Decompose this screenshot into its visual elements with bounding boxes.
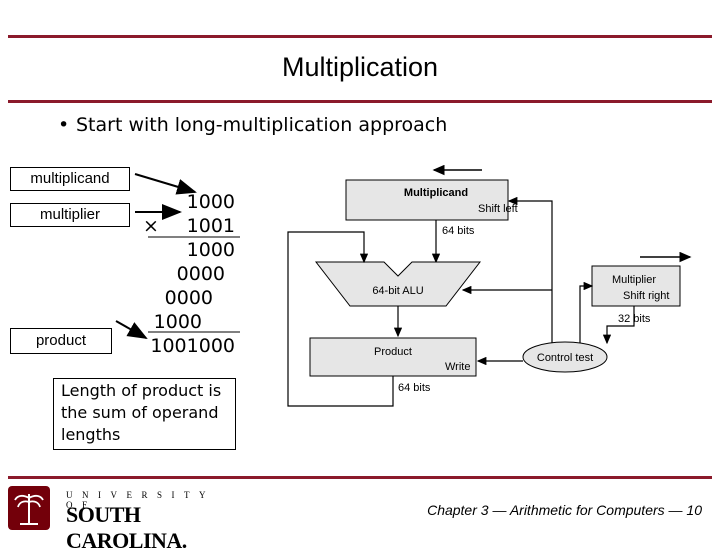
multiplier-hardware-diagram: Multiplicand Shift left 64 bits 64-bit A… <box>287 164 692 407</box>
title-underline-rule <box>8 100 712 103</box>
multiplier-to-control-wire <box>602 306 635 345</box>
product-arrow <box>115 320 148 339</box>
product-feedback-wire <box>287 231 394 407</box>
operand-length-note: Length of product is the sum of operand … <box>53 378 236 450</box>
multiplicand-label: multiplicand <box>10 167 130 191</box>
footer-rule <box>8 476 712 479</box>
multiplicand-value: 1000 <box>186 191 235 213</box>
university-top-text: UNIVERSITY OF <box>66 490 215 510</box>
alu-shape <box>314 261 482 307</box>
control-test-label: Control test <box>537 352 593 364</box>
bullet-marker: • <box>58 114 70 136</box>
bits-32-label: 32 bits <box>618 313 651 325</box>
multiplicand-arrow <box>134 173 197 195</box>
alu-label: 64-bit ALU <box>372 285 423 297</box>
control-to-multiplier-wire <box>579 281 594 343</box>
top-rule <box>8 35 712 38</box>
partial-product-1: 1000 <box>186 239 235 261</box>
partial-product-3: 0000 <box>164 287 213 309</box>
long-mult-lines <box>115 173 240 339</box>
shift-left-label: Shift left <box>478 203 518 215</box>
multiplicand-register <box>345 179 509 221</box>
chapter-footer: Chapter 3 — Arithmetic for Computers — 1… <box>427 502 702 518</box>
product-label: product <box>10 328 112 354</box>
multiplier-register-label: Multiplier <box>612 274 656 286</box>
palmetto-tree-icon <box>14 494 44 525</box>
slide-title: Multiplication <box>281 52 439 82</box>
partial-product-4: 1000 <box>153 311 202 333</box>
control-test-unit <box>522 341 608 373</box>
multiplier-register <box>591 265 681 307</box>
times-sign: × <box>143 215 159 237</box>
shift-right-label: Shift right <box>623 290 669 302</box>
bullet-point: • Start with long-multiplication approach <box>58 114 447 136</box>
final-product-value: 1001000 <box>150 335 235 357</box>
palmetto-emblem <box>8 486 50 530</box>
multiplier-label: multiplier <box>10 203 130 227</box>
university-name-text: SOUTH CAROLINA. <box>66 502 187 553</box>
multiplicand-register-label: Multiplicand <box>404 187 468 199</box>
university-logo: UNIVERSITY OF SOUTH CAROLINA. <box>8 486 233 553</box>
bits-64-label-a: 64 bits <box>442 225 475 237</box>
bits-64-label-b: 64 bits <box>398 382 431 394</box>
multiplier-value: 1001 <box>186 215 235 237</box>
control-to-multiplicand-wire <box>507 196 553 343</box>
product-register-label: Product <box>374 346 412 358</box>
partial-product-2: 0000 <box>176 263 225 285</box>
write-label: Write <box>445 361 470 373</box>
bullet-text: Start with long-multiplication approach <box>76 114 448 136</box>
product-register <box>309 337 477 377</box>
